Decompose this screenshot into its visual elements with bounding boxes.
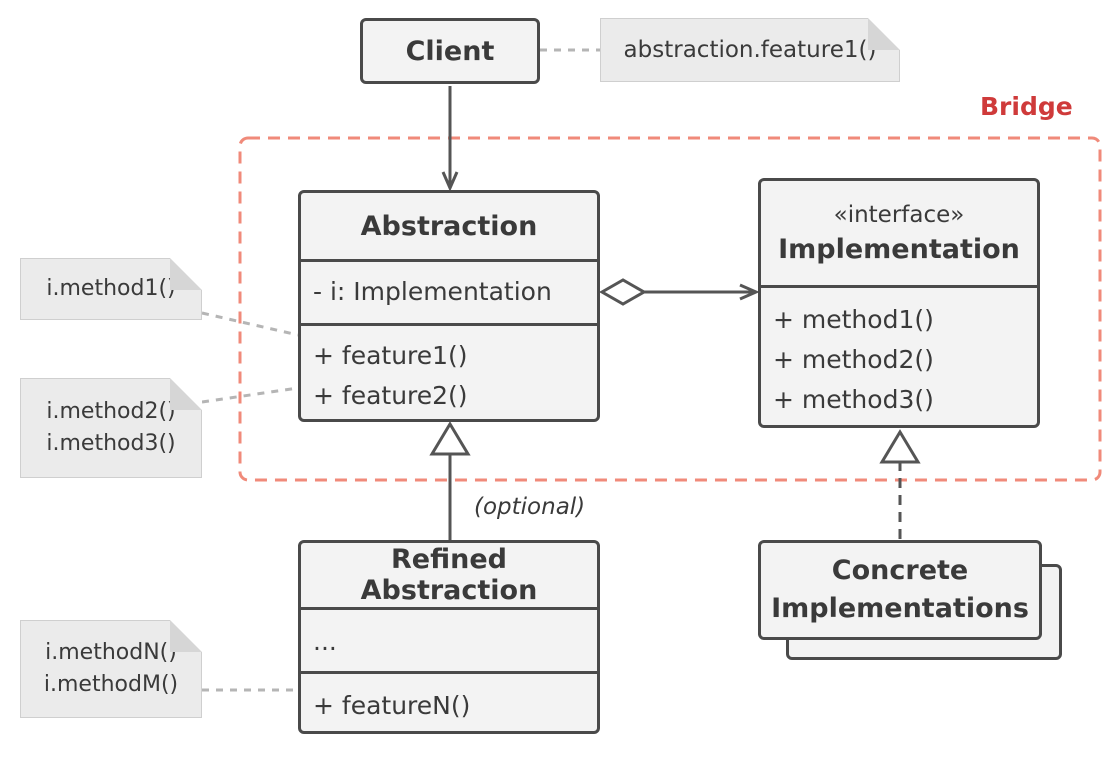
abstraction-title: Abstraction — [360, 210, 538, 242]
implementation-method: + method2() — [773, 345, 934, 374]
refined-abstraction-methods: + featureN() — [301, 671, 597, 726]
implementation-methods: + method1() + method2() + method3() — [761, 285, 1037, 420]
client-title: Client — [405, 35, 495, 67]
featureN-note-line: i.methodN() — [45, 640, 177, 665]
implementation-stereotype: «interface» — [833, 201, 965, 228]
implementation-method: + method3() — [773, 385, 934, 414]
inheritance-triangle-icon — [429, 421, 471, 456]
refined-abstraction-field: ... — [313, 627, 337, 656]
feature2-note: i.method2() i.method3() — [20, 378, 202, 478]
client-note: abstraction.feature1() — [600, 18, 900, 82]
realization-triangle-icon — [879, 429, 921, 464]
abstraction-field: - i: Implementation — [313, 277, 552, 306]
concrete-implementations-title-line: Concrete — [831, 555, 969, 586]
abstraction-header: Abstraction — [301, 193, 597, 259]
implementation-box[interactable]: «interface» Implementation + method1() +… — [758, 178, 1040, 428]
implementation-title: Implementation — [778, 233, 1020, 265]
refined-abstraction-fields: ... — [301, 607, 597, 671]
bridge-label: Bridge — [980, 92, 1073, 121]
abstraction-fields: - i: Implementation — [301, 259, 597, 323]
refined-abstraction-title: Refined Abstraction — [360, 544, 538, 606]
concrete-implementations-title-line: Implementations — [771, 593, 1029, 624]
abstraction-methods: + feature1() + feature2() — [301, 323, 597, 416]
featureN-note: i.methodN() i.methodM() — [20, 620, 202, 718]
feature2-note-line: i.method2() — [46, 399, 176, 424]
bridge-frame — [238, 136, 1102, 482]
feature1-note: i.method1() — [20, 258, 202, 320]
client-note-text: abstraction.feature1() — [623, 37, 877, 63]
feature2-note-connector — [201, 386, 299, 404]
feature1-note-connector — [201, 311, 299, 337]
abstraction-box[interactable]: Abstraction - i: Implementation + featur… — [298, 190, 600, 422]
optional-label: (optional) — [474, 494, 586, 520]
aggregation-diamond-icon — [598, 278, 648, 306]
abstraction-method: + feature2() — [313, 381, 468, 410]
refined-abstraction-box[interactable]: Refined Abstraction ... + featureN() — [298, 540, 600, 734]
feature1-note-text: i.method1() — [46, 276, 176, 301]
featureN-note-line: i.methodM() — [43, 672, 179, 697]
client-box[interactable]: Client — [360, 18, 540, 84]
implementation-method: + method1() — [773, 305, 934, 334]
abstraction-method: + feature1() — [313, 341, 468, 370]
concrete-implementations-box[interactable]: Concrete Implementations — [758, 540, 1042, 640]
implementation-header: «interface» Implementation — [761, 181, 1037, 285]
refined-abstraction-method: + featureN() — [313, 691, 471, 720]
refined-abstraction-header: Refined Abstraction — [301, 543, 597, 607]
feature2-note-line: i.method3() — [46, 431, 176, 456]
